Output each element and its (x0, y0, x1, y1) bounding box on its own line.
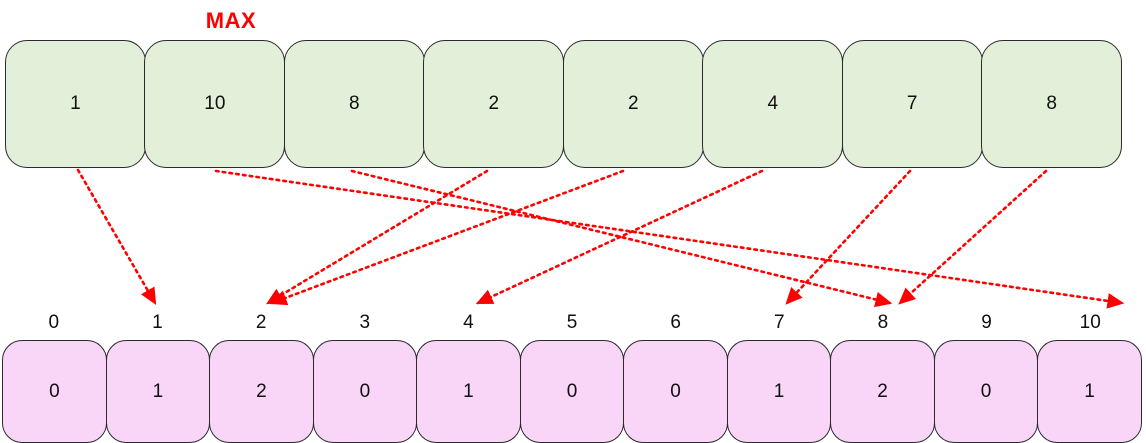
arrow-8-to-8 (350, 169, 893, 308)
arrow-7-to-7 (785, 169, 912, 305)
count-cell: 0 (312, 340, 418, 443)
count-index-label: 3 (359, 312, 371, 333)
count-index-label: 10 (1079, 312, 1101, 333)
arrow-2-to-2b (269, 169, 625, 306)
count-index-label: 8 (877, 312, 889, 333)
count-index-label: 4 (463, 312, 474, 333)
count-index-label: 9 (981, 312, 992, 333)
count-cell: 2 (209, 340, 314, 443)
input-cell: 2 (562, 40, 704, 168)
count-cell: 0 (2, 340, 107, 443)
count-cell: 0 (519, 340, 625, 443)
count-index-label: 7 (774, 312, 785, 333)
input-cell: 8 (981, 40, 1123, 168)
arrow-10-to-10 (214, 169, 1125, 309)
count-cell: 2 (830, 340, 935, 443)
max-label: MAX (205, 8, 257, 33)
count-cell: 0 (933, 340, 1039, 443)
count-index-label: 1 (152, 312, 163, 333)
count-cell: 1 (1037, 340, 1142, 443)
input-cell: 7 (841, 40, 983, 168)
count-cell: 1 (416, 340, 521, 443)
count-index-label: 5 (566, 312, 578, 333)
input-cell: 10 (144, 40, 286, 168)
arrow-group (76, 168, 1125, 309)
count-cell: 1 (726, 340, 832, 443)
input-cell: 2 (423, 40, 565, 168)
input-cell: 4 (702, 40, 844, 168)
arrow-4-to-4 (475, 169, 764, 305)
count-cell: 0 (623, 340, 728, 443)
input-cell: 8 (283, 40, 425, 168)
count-cell: 1 (105, 340, 211, 443)
count-index-label: 6 (670, 312, 681, 333)
arrow-1-to-1 (76, 168, 157, 306)
arrow-2-to-2a (265, 169, 489, 305)
count-index-label: 2 (255, 312, 267, 333)
input-cell: 1 (5, 40, 146, 168)
count-index-row: 0 1 2 3 4 5 6 7 8 9 10 (2, 310, 1142, 336)
arrow-8b-to-8 (898, 169, 1048, 305)
count-index-label: 0 (48, 312, 60, 333)
